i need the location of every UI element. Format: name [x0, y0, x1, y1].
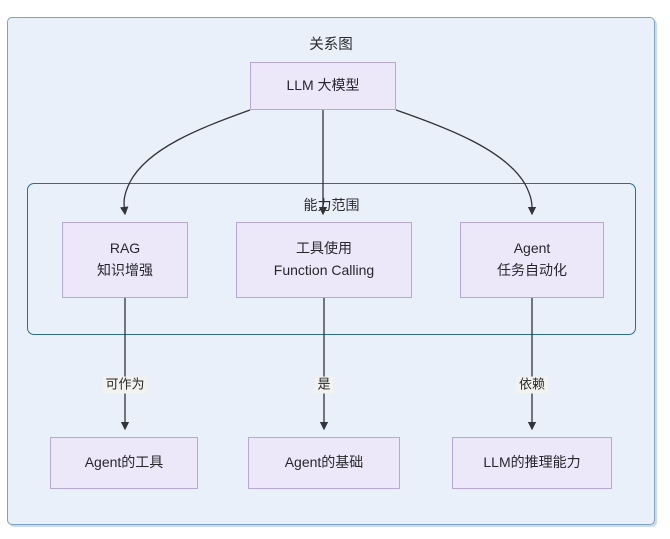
node-llm-large-model[interactable]: LLM 大模型 [250, 62, 396, 110]
node-llm-reasoning-ability[interactable]: LLM的推理能力 [452, 437, 612, 489]
node-tool-label-line1: 工具使用 [296, 240, 352, 257]
node-tool-label-line2: Function Calling [273, 262, 375, 278]
node-agent-base-label: Agent的基础 [284, 454, 364, 471]
subgraph-title: 能力范围 [303, 197, 360, 213]
node-rag[interactable]: RAG 知识增强 [62, 222, 188, 298]
node-agent-tool[interactable]: Agent的工具 [50, 437, 198, 489]
node-rag-label-line1: RAG [109, 240, 141, 257]
node-agent-tool-label: Agent的工具 [84, 454, 164, 471]
node-rag-label-line2: 知识增强 [97, 262, 153, 278]
node-agent-foundation[interactable]: Agent的基础 [248, 437, 400, 489]
node-llm-reason-label: LLM的推理能力 [483, 454, 581, 471]
node-llm-label-line1: LLM 大模型 [286, 77, 360, 94]
diagram-title: 关系图 [309, 37, 353, 53]
edge-label-is: 是 [314, 376, 334, 394]
edge-label-can-serve-as: 可作为 [102, 376, 148, 394]
node-tool-use[interactable]: 工具使用 Function Calling [236, 222, 412, 298]
node-agent-label-line1: Agent [513, 240, 551, 257]
edge-label-depends-on: 依赖 [515, 376, 549, 394]
node-agent[interactable]: Agent 任务自动化 [460, 222, 604, 298]
node-agent-label-line2: 任务自动化 [497, 262, 567, 278]
